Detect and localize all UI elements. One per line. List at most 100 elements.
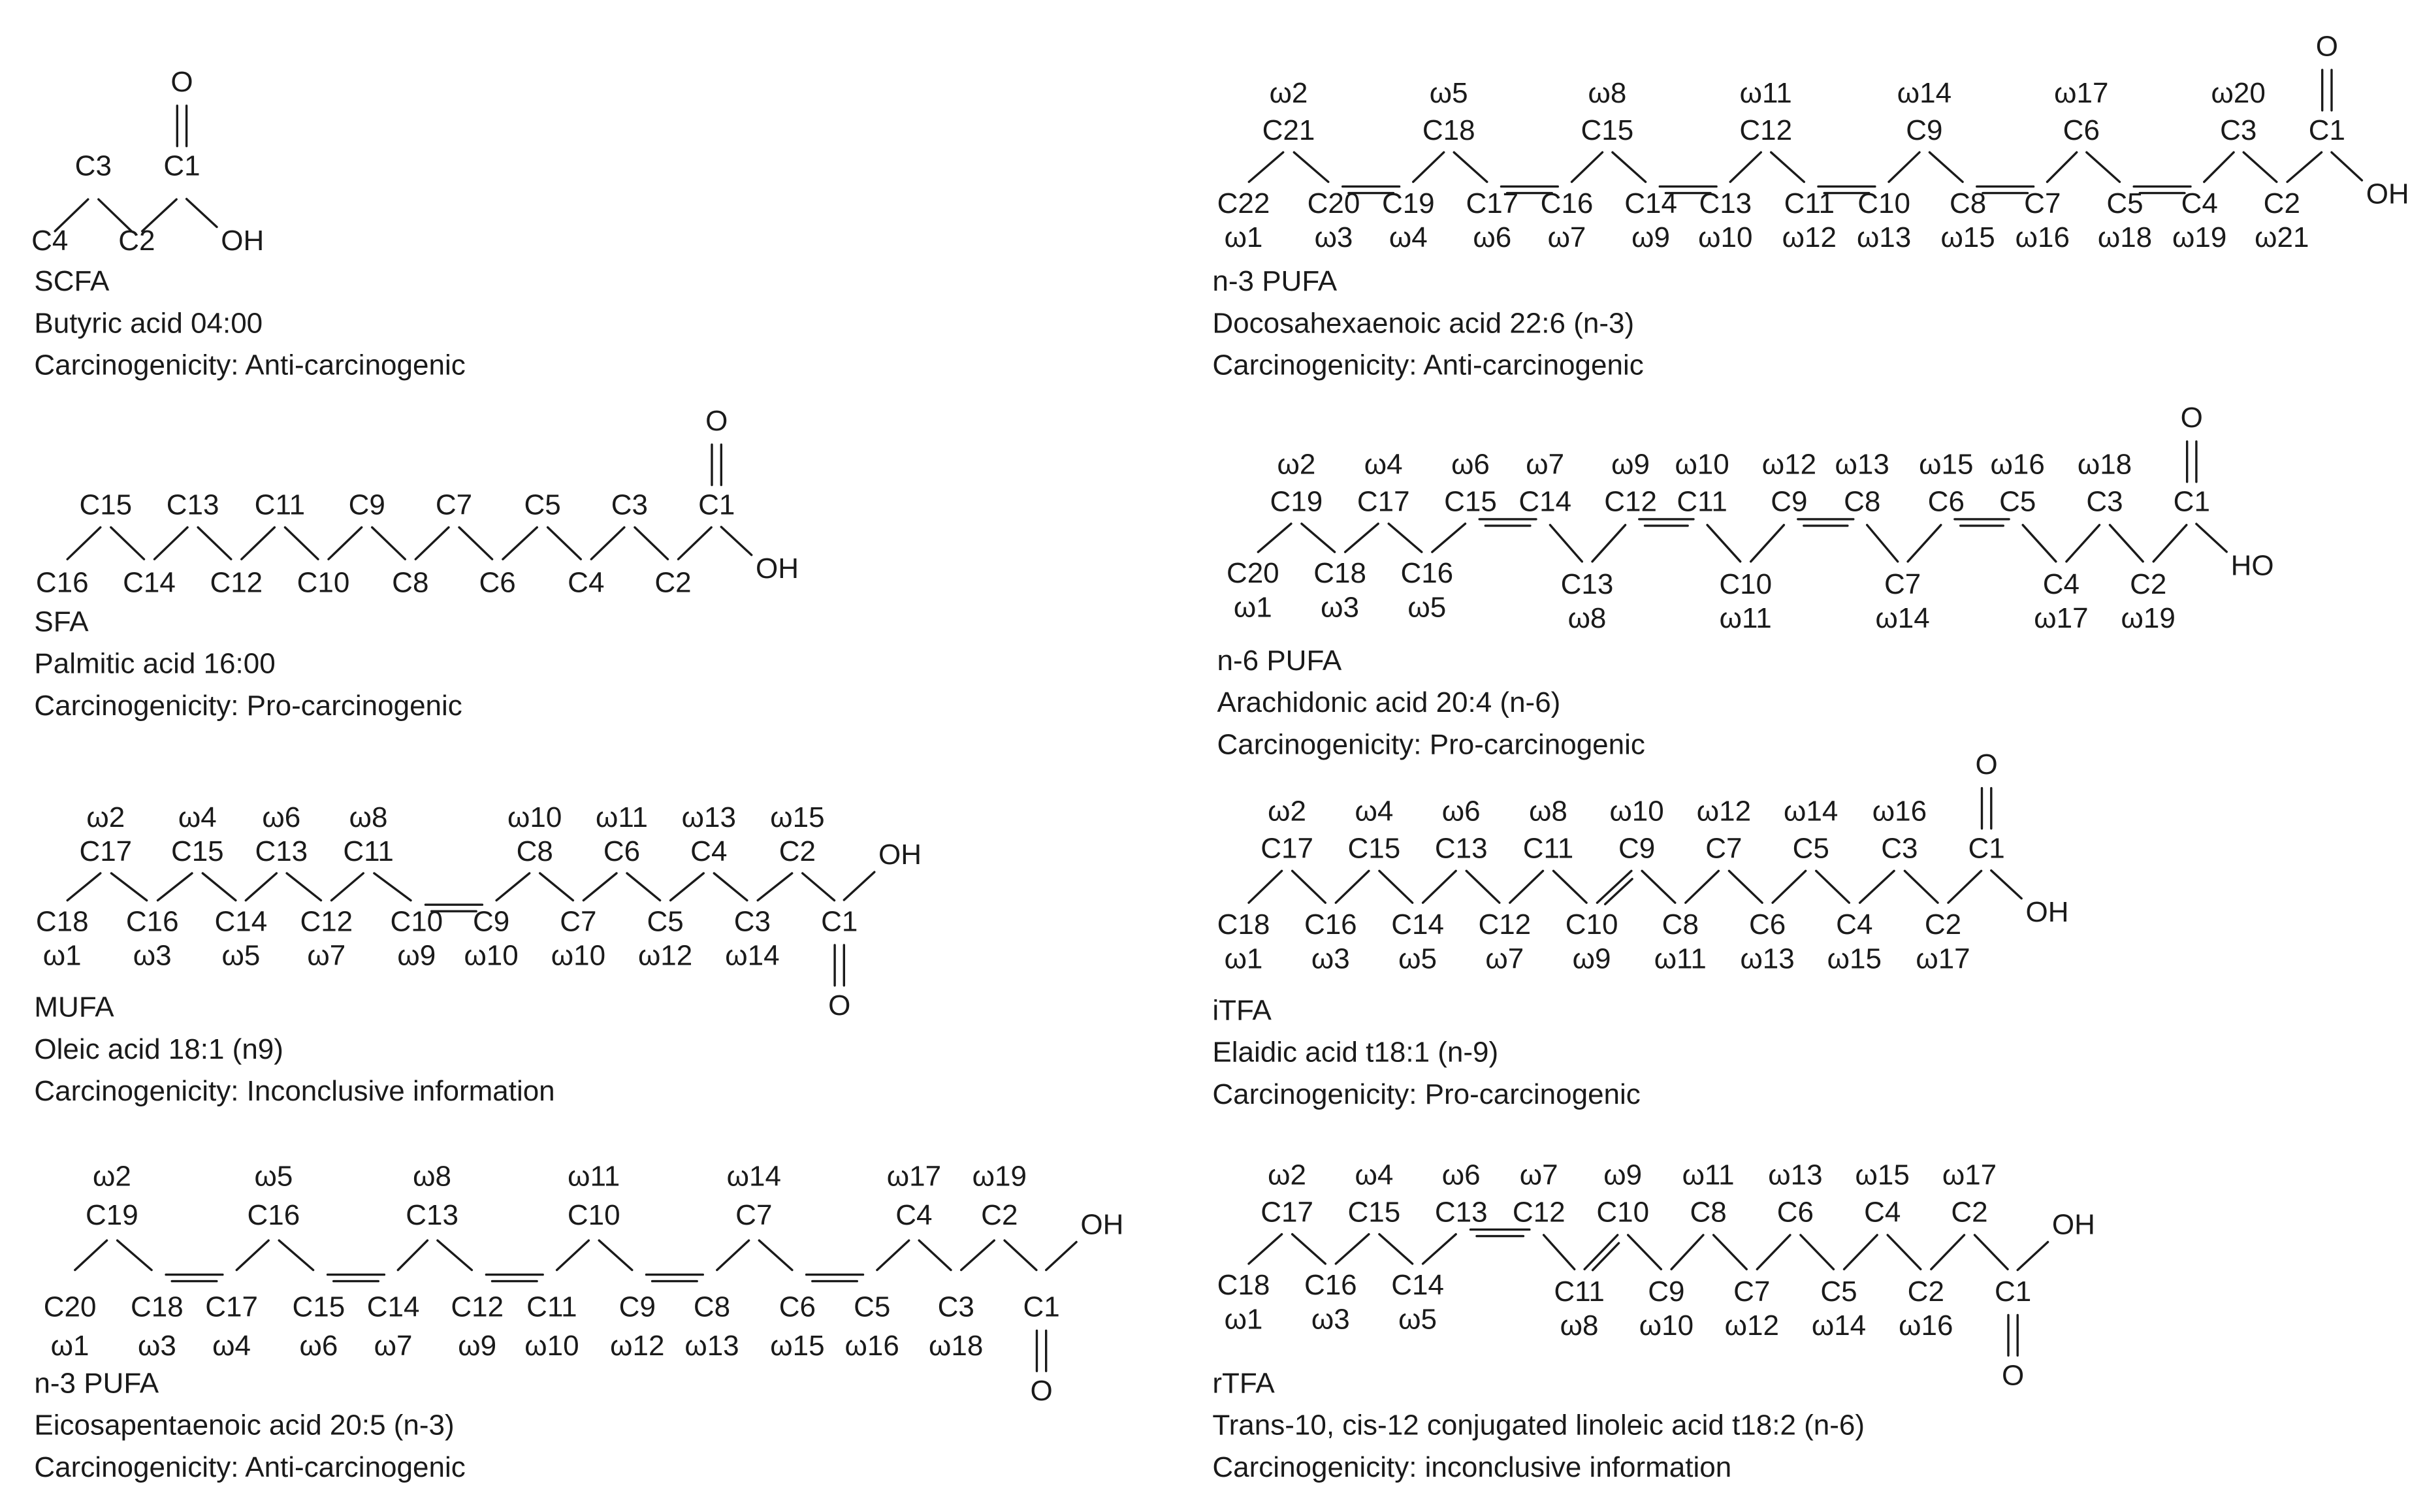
omega-label: ω11 (1682, 1159, 1735, 1191)
bond (110, 872, 148, 902)
bond (240, 526, 276, 560)
oxygen-label: O (2316, 30, 2338, 62)
omega-label: ω13 (684, 1330, 739, 1362)
carbon-label: C12 (1513, 1196, 1566, 1228)
bond (1334, 1232, 1370, 1265)
carbon-label: C3 (734, 905, 771, 937)
bond (1378, 869, 1414, 904)
carbon-label: C3 (611, 489, 648, 521)
carbon-label: C2 (118, 225, 155, 257)
carbon-label: C9 (349, 489, 385, 521)
bond (918, 1239, 952, 1272)
carbon-label: C1 (821, 905, 858, 937)
carbon-label: C10 (297, 567, 350, 599)
bond (1378, 1232, 1414, 1265)
bond (1928, 151, 1964, 184)
carbon-label: C8 (694, 1291, 730, 1323)
omega-label: ω16 (1991, 449, 2045, 481)
bond (1421, 869, 1457, 904)
bond (1769, 151, 1806, 184)
omega-label: ω9 (1631, 221, 1670, 253)
omega-label: ω14 (1784, 795, 1838, 827)
carbon-label: C17 (1261, 833, 1313, 865)
carbon-label: C16 (36, 567, 89, 599)
omega-label: ω12 (1725, 1310, 1779, 1342)
omega-label: ω5 (1398, 942, 1437, 974)
carbon-label: C17 (1357, 486, 1410, 518)
structure-itfa: C18ω1C17ω2C16ω3C15ω4C14ω5C13ω6C12ω7C11ω8… (1212, 748, 2068, 1110)
bond (2242, 151, 2278, 184)
bond (1591, 524, 1627, 563)
carbon-label: C6 (1928, 486, 1965, 518)
omega-label: ω1 (43, 940, 82, 972)
carcinogenicity-note: Carcinogenicity: Anti-carcinogenic (34, 1451, 465, 1483)
bond (2085, 151, 2121, 184)
fatty-acid-class: SCFA (34, 265, 110, 297)
omega-label: ω14 (725, 940, 779, 972)
bond (1727, 869, 1763, 904)
carbon-label: C14 (1518, 486, 1571, 518)
carbon-label: C9 (1771, 486, 1807, 518)
bond (414, 526, 450, 560)
bond (555, 1239, 590, 1272)
carbon-label: C10 (1719, 568, 1772, 600)
bond (1641, 869, 1677, 904)
bond (713, 872, 748, 902)
carbon-label: C16 (1400, 557, 1453, 589)
bond (1257, 523, 1293, 553)
bond (1930, 1234, 1966, 1271)
fatty-acid-name: Arachidonic acid 20:4 (n-6) (1217, 686, 1561, 718)
bond (1570, 151, 1604, 184)
omega-label: ω5 (1398, 1304, 1437, 1336)
carbon-label: C2 (1951, 1196, 1987, 1228)
fatty-acid-class: SFA (34, 605, 89, 637)
carbon-label: C8 (517, 835, 553, 867)
carbon-label: C15 (1348, 833, 1401, 865)
omega-label: ω20 (2211, 77, 2266, 109)
hydroxyl-label: OH (2026, 896, 2069, 928)
omega-label: ω13 (1740, 942, 1794, 974)
carbon-label: C2 (779, 835, 816, 867)
oxygen-label: O (705, 405, 728, 437)
omega-label: ω12 (638, 940, 692, 972)
carbon-label: C2 (2130, 568, 2166, 600)
carbon-label: C3 (1881, 833, 1918, 865)
oxygen-label: O (1030, 1375, 1052, 1407)
hydroxyl-bond (185, 197, 218, 229)
bond (74, 1239, 108, 1272)
carbon-label: C4 (2181, 187, 2218, 219)
bond (1387, 523, 1423, 553)
carbon-label: C7 (1733, 1276, 1770, 1308)
carbon-label: C14 (1624, 187, 1677, 219)
carbon-label: C13 (1435, 1196, 1488, 1228)
omega-label: ω6 (1442, 1159, 1481, 1191)
fatty-acid-name: Oleic acid 18:1 (n9) (34, 1033, 283, 1065)
omega-label: ω7 (1485, 942, 1524, 974)
omega-label: ω14 (1812, 1310, 1866, 1342)
bond (1799, 1234, 1835, 1271)
carbon-label: C18 (131, 1291, 184, 1323)
carcinogenicity-note: Carcinogenicity: Anti-carcinogenic (34, 349, 465, 381)
hydroxyl-label: OH (756, 553, 799, 585)
oxygen-label: O (2002, 1359, 2024, 1391)
bond (140, 198, 178, 233)
bond (582, 872, 618, 902)
carbon-label: C18 (1217, 1269, 1270, 1301)
omega-label: ω4 (178, 801, 217, 833)
bond (626, 872, 662, 902)
omega-label: ω8 (1588, 77, 1626, 109)
bond (876, 1239, 910, 1272)
bond (1334, 869, 1370, 904)
bond (495, 872, 531, 902)
carbon-label: C12 (210, 567, 263, 599)
omega-label: ω15 (770, 801, 824, 833)
carbon-label: C2 (654, 567, 691, 599)
bond (244, 872, 278, 902)
carbon-label: C3 (75, 150, 112, 182)
carbon-label: C11 (1784, 187, 1835, 219)
omega-label: ω3 (1315, 221, 1353, 253)
bond (539, 872, 575, 902)
carbon-label: C17 (1261, 1196, 1313, 1228)
omega-label: ω11 (1654, 942, 1707, 974)
fatty-acid-name: Docosahexaenoic acid 22:6 (n-3) (1212, 307, 1634, 339)
